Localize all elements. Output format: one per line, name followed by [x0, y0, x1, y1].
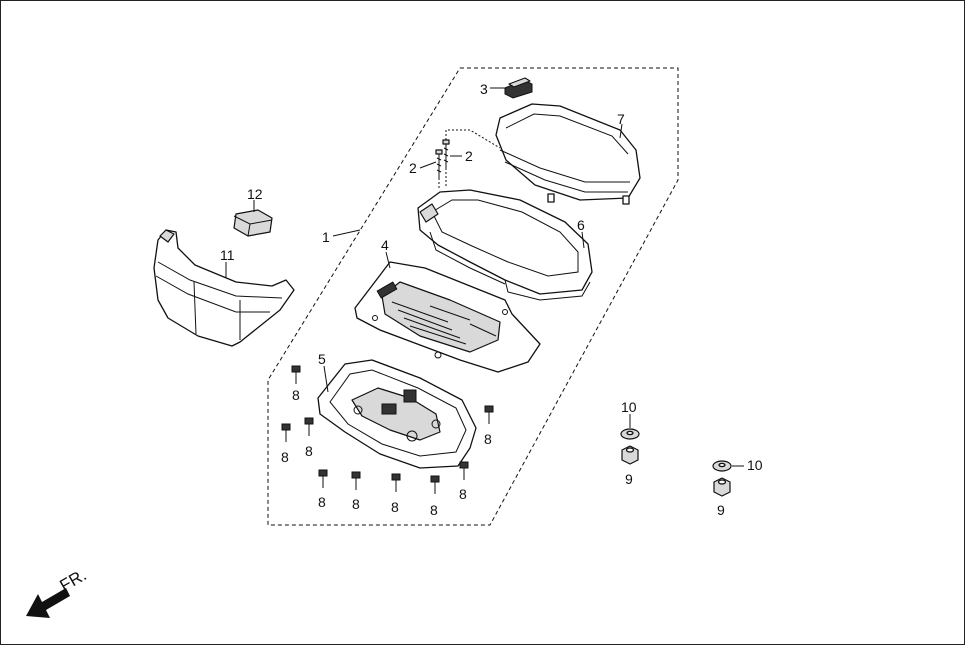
washer-10-b	[712, 460, 732, 472]
screw-guide-line	[438, 129, 501, 190]
meter-cover-part	[495, 103, 641, 205]
rubber-cap-part	[504, 77, 533, 99]
screw-8-g	[430, 475, 440, 494]
meter-panel-part	[417, 189, 593, 301]
screw-8-a	[291, 365, 301, 384]
nut-9-b	[713, 477, 731, 497]
callout-8d: 8	[318, 494, 326, 510]
callout-11: 11	[220, 247, 235, 263]
callout-7: 7	[617, 111, 625, 127]
front-direction-arrow-icon	[26, 588, 70, 618]
screw-8-e	[351, 471, 361, 490]
callout-8e: 8	[352, 496, 360, 512]
assembly-boundary	[267, 67, 679, 526]
callout-8h: 8	[459, 486, 467, 502]
callout-6: 6	[577, 217, 585, 233]
washer-10-a	[620, 428, 640, 440]
screw-part-b	[442, 139, 450, 168]
screw-8-h	[459, 461, 469, 480]
callout-8i: 8	[484, 431, 492, 447]
screw-8-b	[281, 423, 291, 442]
callout-2b: 2	[465, 148, 473, 164]
screw-8-f	[391, 473, 401, 492]
circuit-board-part	[354, 261, 541, 373]
callout-5: 5	[318, 351, 326, 367]
nut-9-a	[621, 445, 639, 465]
callout-8c: 8	[305, 443, 313, 459]
callout-8g: 8	[430, 502, 438, 518]
callout-8a: 8	[292, 387, 300, 403]
leader-lines	[225, 87, 744, 467]
screw-part-a	[435, 149, 443, 178]
callout-8b: 8	[281, 449, 289, 465]
callout-8f: 8	[391, 499, 399, 515]
visor-part	[153, 229, 295, 347]
callout-9b: 9	[717, 502, 725, 518]
foam-block-part	[233, 209, 273, 237]
callout-10b: 10	[747, 457, 763, 473]
screw-8-c	[304, 417, 314, 436]
screw-8-d	[318, 469, 328, 488]
callout-2a: 2	[409, 160, 417, 176]
callout-1: 1	[322, 229, 330, 245]
callout-10a: 10	[621, 399, 637, 415]
callout-3: 3	[480, 81, 488, 97]
callout-4: 4	[381, 237, 389, 253]
screw-8-i	[484, 405, 494, 424]
callout-9a: 9	[625, 471, 633, 487]
meter-case-part	[317, 359, 477, 469]
callout-12: 12	[247, 186, 263, 202]
